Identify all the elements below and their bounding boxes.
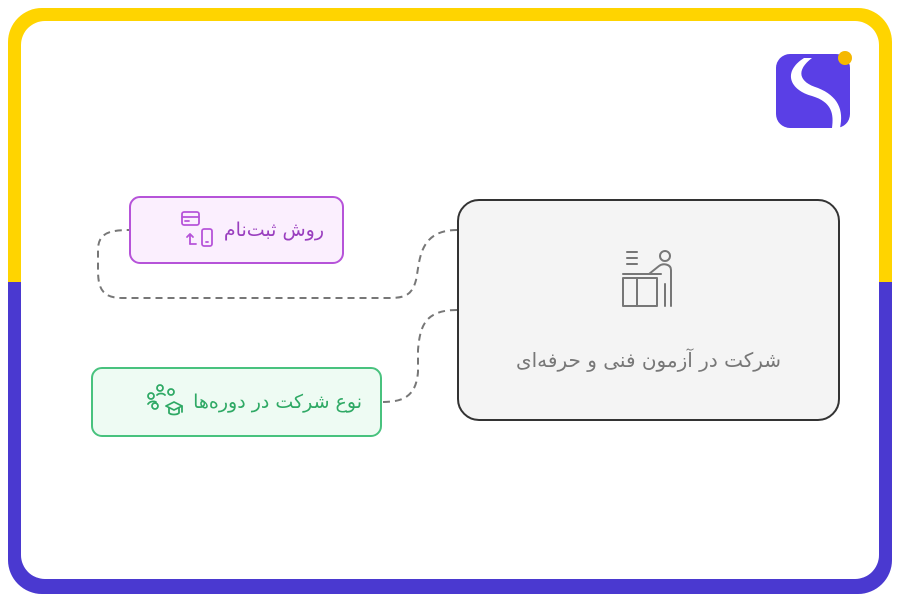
group-graduation-icon — [145, 382, 184, 422]
node-course-participation-type: نوع شرکت در دوره‌ها — [91, 367, 382, 437]
node-technical-vocational-exam: شرکت در آزمون فنی و حرفه‌ای — [457, 199, 840, 421]
desk-worker-icon — [621, 248, 677, 312]
course-participation-type-label: نوع شرکت در دوره‌ها — [193, 391, 362, 413]
registration-method-label: روش ثبت‌نام — [223, 219, 324, 241]
technical-vocational-exam-label: شرکت در آزمون فنی و حرفه‌ای — [515, 348, 782, 372]
logo-accent-dot — [838, 51, 852, 65]
node-registration-method: روش ثبت‌نام — [129, 196, 344, 264]
brand-logo-icon — [776, 54, 850, 128]
card-to-phone-icon — [180, 210, 214, 250]
